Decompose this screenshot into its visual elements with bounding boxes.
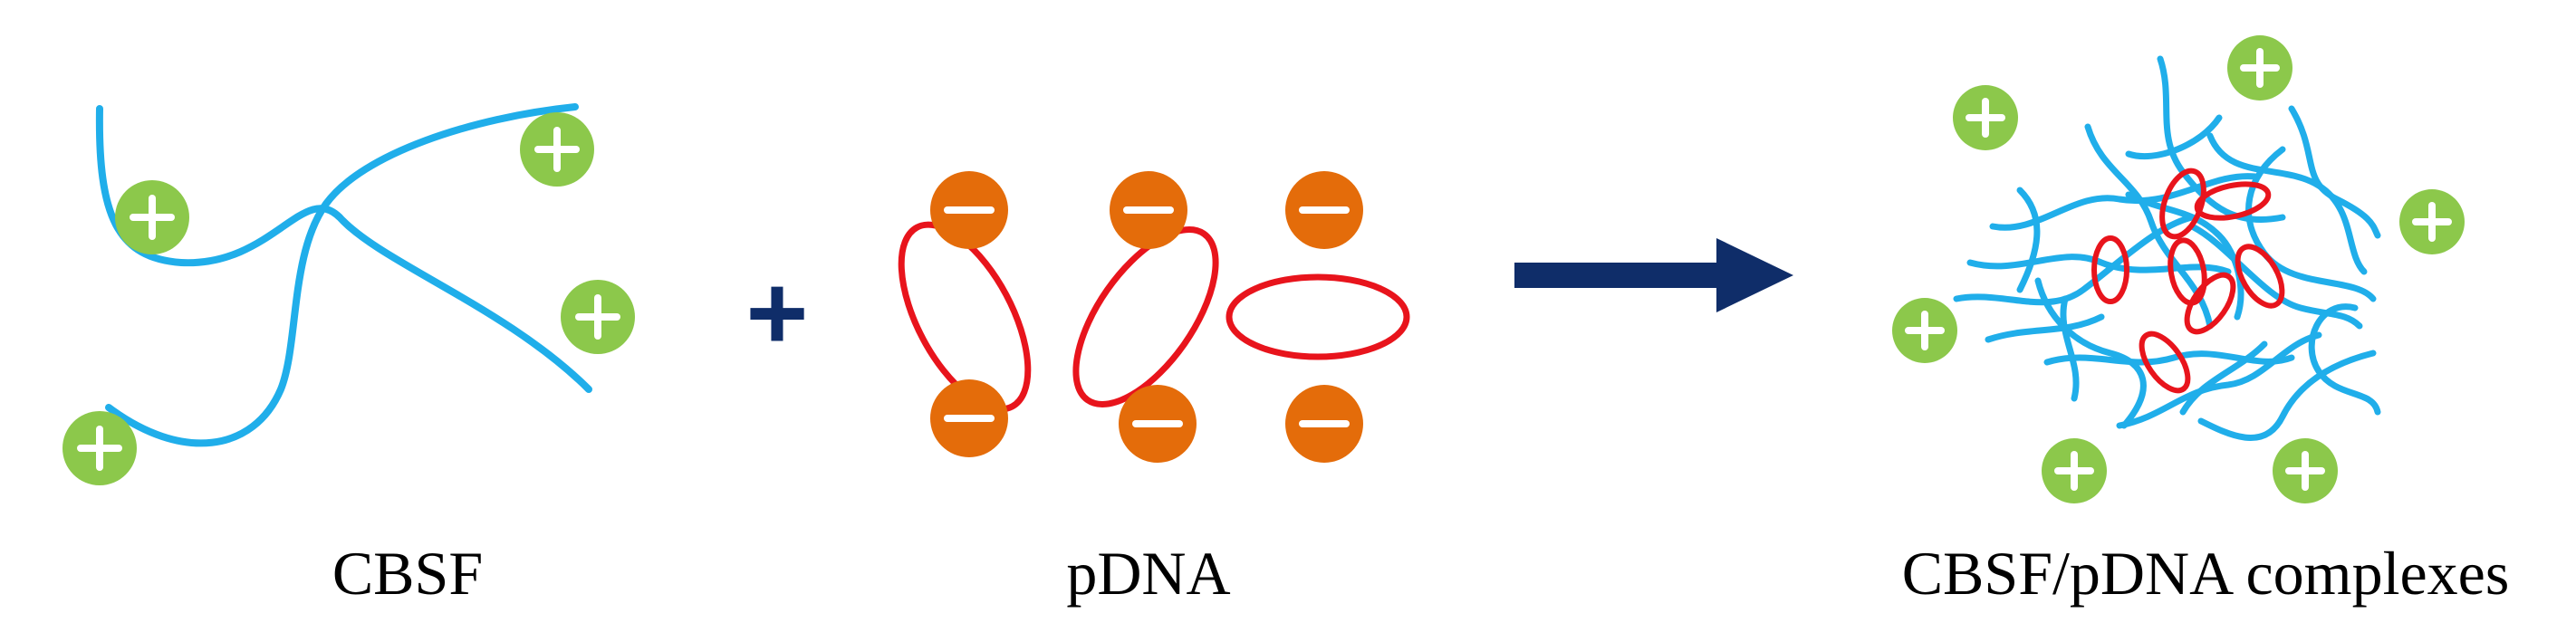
complex-plasmids xyxy=(2091,168,2285,394)
cbsf-chain xyxy=(2197,350,2377,441)
positive-charge-icon xyxy=(2042,438,2107,503)
positive-charge-icon xyxy=(1953,85,2018,150)
cbsf-chain xyxy=(2016,187,2041,293)
positive-charge-icon xyxy=(115,180,189,254)
plus-operator: + xyxy=(746,254,809,373)
negative-charge-icon xyxy=(930,379,1008,457)
positive-charge-icon xyxy=(2227,35,2292,101)
positive-charge-icon xyxy=(520,112,594,187)
positive-charge-icon xyxy=(62,411,137,485)
cbsf-chain xyxy=(1985,313,2105,343)
plasmid-icon xyxy=(2091,235,2129,304)
plasmid-icon xyxy=(1226,273,1410,360)
negative-charge-icon xyxy=(930,171,1008,249)
plasmid-icon xyxy=(2184,272,2236,335)
cbsf-chain xyxy=(2125,191,2244,321)
negative-charge-icon xyxy=(1285,385,1363,463)
cbsf-chain xyxy=(95,105,592,393)
complex-group: CBSF/pDNA complexes xyxy=(1892,35,2509,608)
cbsf-chain xyxy=(1989,173,2259,231)
cbsf-chain xyxy=(2206,132,2368,275)
plasmid-icon xyxy=(2235,244,2285,309)
cbsf-chain xyxy=(2288,105,2381,239)
plasmid-icon xyxy=(898,221,1032,413)
cbsf-chain xyxy=(2188,223,2363,330)
cbsf-chain xyxy=(1966,254,2232,275)
pdna-label: pDNA xyxy=(1066,539,1230,608)
plasmid-icon xyxy=(1072,226,1219,407)
cbsf-chain xyxy=(2179,340,2268,416)
negative-charge-icon xyxy=(1110,171,1187,249)
cbsf-chain xyxy=(2060,295,2080,402)
right-arrow-icon xyxy=(1514,238,1793,312)
positive-charge-icon xyxy=(561,280,635,354)
positive-charge-icon xyxy=(2399,189,2465,254)
cbsf-group: CBSF xyxy=(62,103,635,608)
cbsf-chain xyxy=(2043,350,2295,366)
complex-chains xyxy=(1953,55,2381,441)
cbsf-chain xyxy=(2034,277,2147,429)
cbsf-label: CBSF xyxy=(332,539,483,608)
cbsf-chain xyxy=(105,103,579,447)
cbsf-chains xyxy=(95,103,592,447)
plasmid-icon xyxy=(2167,237,2207,306)
cbsf-chain xyxy=(2116,331,2322,429)
negative-charge-icon xyxy=(1285,171,1363,249)
cbsf-chain xyxy=(2125,114,2223,160)
positive-charge-icon xyxy=(1892,298,1957,363)
complexes-label: CBSF/pDNA complexes xyxy=(1902,539,2510,608)
plasmid-icon xyxy=(2194,181,2272,221)
negative-charge-icon xyxy=(1119,385,1197,463)
cbsf-chain xyxy=(2084,123,2214,330)
positive-charge-icon xyxy=(2273,438,2338,503)
pdna-group: pDNA xyxy=(898,171,1410,608)
plasmid-icon xyxy=(2139,331,2191,394)
